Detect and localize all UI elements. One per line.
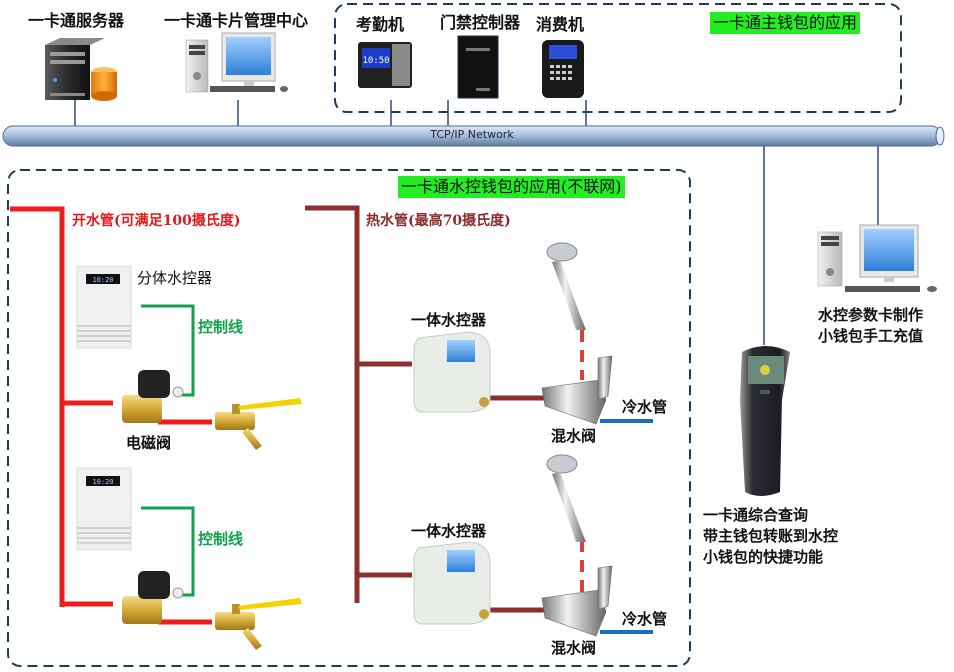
card-center-pc-icon	[185, 32, 288, 93]
param-card-pc-icon	[817, 224, 937, 292]
cold-pipe-label: 冷水管	[622, 610, 668, 628]
attendance-label: 考勤机	[356, 15, 405, 34]
control-wire-label: 控制线	[198, 530, 244, 548]
boiling-water-pipe	[10, 206, 212, 625]
kiosk-label-line1: 一卡通综合查询	[703, 506, 809, 524]
server-icon	[45, 38, 117, 101]
query-kiosk-icon	[740, 346, 790, 496]
solenoid-valve-icon	[122, 370, 184, 423]
param-pc-label-line2: 小钱包手工充值	[818, 327, 924, 345]
split-controller-icon: 10:20	[76, 467, 132, 551]
main-wallet-group-border	[334, 3, 902, 113]
split-controller-label: 分体水控器	[137, 269, 213, 287]
tcpip-network-pipe	[2, 125, 945, 147]
integrated-controller-label: 一体水控器	[411, 311, 487, 329]
network-drop-lines	[74, 100, 879, 345]
solenoid-label: 电磁阀	[126, 434, 172, 452]
hot-water-pipe	[305, 205, 545, 613]
integrated-controller-icon	[413, 331, 491, 413]
shower-head-icon	[546, 454, 586, 542]
mixer-label: 混水阀	[551, 427, 597, 445]
integrated-controller-icon	[413, 541, 491, 625]
kiosk-label: 一卡通综合查询 带主钱包转账到水控 小钱包的快捷功能	[703, 505, 838, 568]
control-wire	[141, 304, 195, 597]
door-controller-label: 门禁控制器	[440, 13, 521, 32]
split-screen-text: 10:20	[92, 276, 113, 284]
kiosk-label-line2: 带主钱包转账到水控	[703, 527, 839, 545]
hot-pipe-label: 热水管(最高70摄氏度)	[366, 213, 511, 229]
solenoid-valve-icon	[122, 571, 184, 624]
cold-water-pipe	[600, 419, 653, 634]
control-wire-label: 控制线	[198, 318, 244, 336]
door-controller-icon	[457, 35, 499, 99]
server-label: 一卡通服务器	[28, 11, 125, 30]
integrated-controller-label: 一体水控器	[411, 522, 487, 540]
attendance-machine-icon: 10:50	[358, 42, 412, 88]
mixer-valve-icon	[541, 565, 613, 637]
attendance-screen-text: 10:50	[362, 56, 389, 66]
tcpip-network-label-wrap: TCP/IP Network	[3, 126, 941, 146]
brass-tap-icon	[215, 598, 302, 650]
param-pc-label-line1: 水控参数卡制作	[818, 306, 924, 324]
brass-tap-icon	[215, 398, 302, 450]
water-wallet-group-border	[7, 169, 691, 667]
tcpip-network-label: TCP/IP Network	[430, 128, 514, 141]
main-wallet-group-title: 一卡通主钱包的应用	[710, 12, 861, 34]
pos-label: 消费机	[536, 15, 585, 34]
kiosk-label-line3: 小钱包的快捷功能	[703, 548, 824, 566]
water-wallet-group-title: 一卡通水控钱包的应用(不联网)	[398, 176, 625, 198]
pos-machine-icon	[542, 40, 584, 98]
mixer-label: 混水阀	[551, 639, 597, 657]
shower-head-icon	[546, 242, 586, 330]
split-screen-text: 10:20	[92, 478, 113, 486]
card-center-label: 一卡通卡片管理中心	[164, 11, 309, 30]
param-pc-label: 水控参数卡制作 小钱包手工充值	[818, 305, 923, 347]
boiling-pipe-label: 开水管(可满足100摄氏度)	[72, 213, 241, 229]
cold-pipe-label: 冷水管	[622, 398, 668, 416]
split-controller-icon: 10:20	[76, 265, 132, 349]
mixer-valve-icon	[541, 355, 613, 425]
